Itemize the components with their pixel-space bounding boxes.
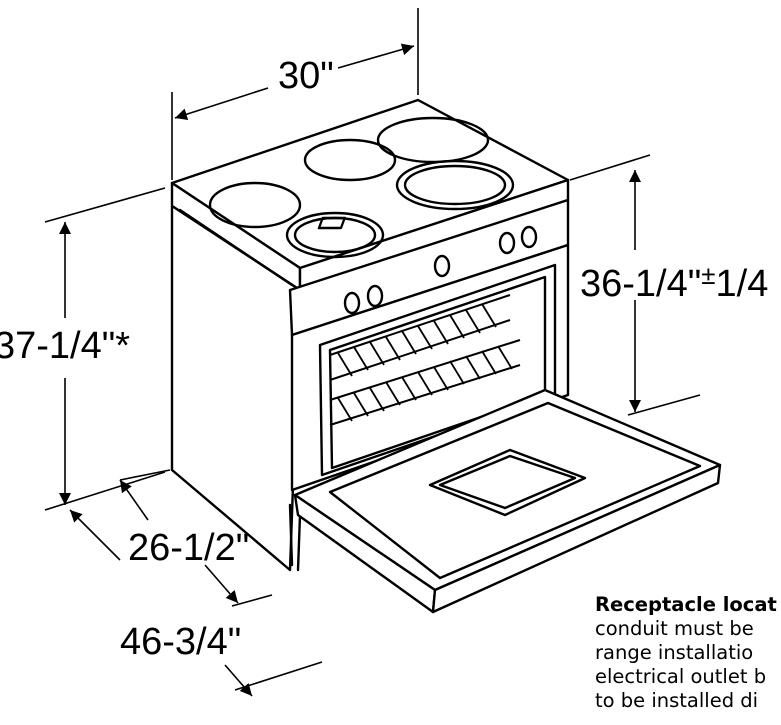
knob bbox=[520, 225, 538, 249]
depth-label: 26-1/2" bbox=[128, 527, 249, 569]
knob bbox=[433, 254, 451, 278]
range-body bbox=[170, 98, 722, 614]
note-line: to be installed di bbox=[595, 689, 759, 712]
burner-left-rear bbox=[208, 181, 302, 229]
note-heading: Receptacle locat bbox=[595, 593, 777, 616]
knob bbox=[343, 291, 361, 315]
oven-racks bbox=[329, 294, 521, 426]
dimension-lines bbox=[44, 8, 701, 697]
knob bbox=[498, 231, 516, 255]
depth-door-open-label: 46-3/4" bbox=[120, 621, 241, 663]
burner-right-front bbox=[403, 164, 507, 206]
width-label: 30" bbox=[278, 55, 334, 97]
receptacle-note: Receptacle locat conduit must be range i… bbox=[595, 593, 781, 720]
door-window bbox=[428, 448, 587, 517]
burner-right-rear-small bbox=[303, 138, 397, 182]
height-total-label: 37-1/4"* bbox=[0, 325, 130, 367]
knob bbox=[366, 284, 384, 308]
note-line: conduit must be bbox=[595, 617, 754, 640]
indicator-light bbox=[317, 216, 346, 230]
note-line: range installatio bbox=[595, 641, 754, 664]
note-line: electrical outlet b bbox=[595, 665, 767, 688]
height-cooktop-label: 36-1/4"±1/4 bbox=[580, 260, 768, 305]
